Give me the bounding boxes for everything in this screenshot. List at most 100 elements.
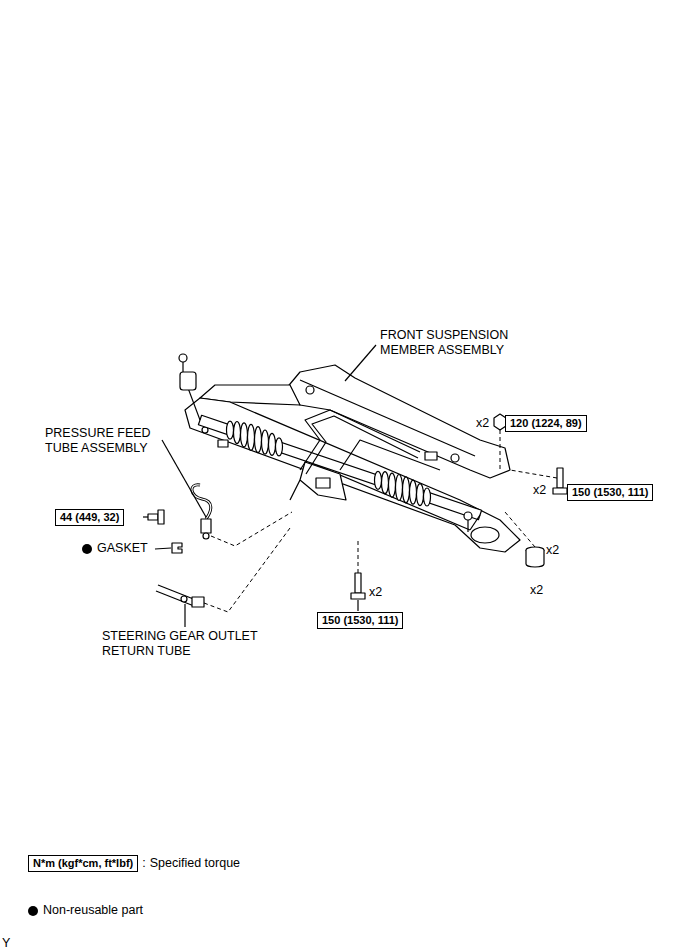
leader-lines	[155, 548, 171, 549]
dashed-guides	[204, 430, 557, 612]
steering-rack	[276, 438, 283, 456]
dashed-guides	[510, 470, 557, 478]
suspension-member	[300, 380, 475, 456]
leader-lines	[184, 604, 185, 627]
legend-entry: Specified torque	[150, 856, 240, 871]
bolts-and-nuts	[355, 573, 361, 593]
part-label: x2	[533, 483, 546, 498]
suspension-member	[185, 398, 520, 552]
torque-box: 150 (1530, 111)	[317, 612, 403, 629]
steering-rack	[234, 422, 241, 444]
legend-dot	[28, 906, 38, 916]
steering-rack	[467, 520, 468, 532]
part-label: x2	[546, 543, 559, 558]
hydraulic-pipes	[290, 410, 440, 500]
steering-rack	[389, 473, 396, 497]
suspension-member	[451, 454, 459, 462]
legend-text: Non-reusable part	[43, 903, 143, 917]
pressure-feed-tube	[192, 485, 211, 519]
steering-rack	[471, 527, 499, 543]
torque-value: N*m (kgf*cm, ft*lbf)	[33, 857, 133, 870]
steering-rack	[241, 423, 248, 447]
return-tube	[158, 585, 196, 600]
bolts-and-nuts	[148, 414, 567, 599]
leader-lines	[162, 440, 206, 517]
steering-rack	[382, 472, 389, 494]
steering-rack	[227, 421, 234, 439]
steering-rack	[269, 433, 276, 455]
dashed-guides	[505, 512, 535, 547]
bolts-and-nuts	[526, 550, 544, 567]
part-label: STEERING GEAR OUTLET RETURN TUBE	[102, 629, 282, 659]
part-label: GASKET	[97, 541, 148, 556]
steering-rack	[417, 484, 424, 506]
bolts-and-nuts	[557, 468, 563, 488]
torque-box: N*m (kgf*cm, ft*lbf)	[28, 855, 138, 872]
part-label: x2	[369, 585, 382, 600]
part-label: x2	[530, 583, 543, 598]
steering-rack	[227, 421, 431, 506]
dashed-guides	[211, 512, 292, 546]
steering-rack	[262, 430, 269, 454]
pressure-feed-tube	[203, 533, 209, 539]
steering-rack	[248, 424, 255, 450]
steering-rack	[410, 480, 417, 504]
torque-value: 150 (1530, 111)	[572, 486, 648, 499]
steering-rack	[179, 354, 499, 543]
suspension-member	[185, 365, 520, 552]
steering-rack	[180, 372, 196, 390]
torque-value: 150 (1530, 111)	[322, 614, 398, 627]
return-tube	[156, 591, 194, 606]
hydraulic-pipes	[290, 480, 300, 500]
dashed-guides	[358, 540, 359, 573]
torque-box: 150 (1530, 111)	[567, 484, 653, 501]
torque-box: 44 (449, 32)	[55, 509, 124, 526]
bolts-and-nuts	[148, 514, 158, 520]
hydraulic-pipes	[306, 416, 418, 474]
steering-rack	[424, 488, 431, 506]
steering-rack	[316, 478, 330, 488]
torque-value: 120 (1224, 89)	[510, 417, 582, 430]
leader-lines	[345, 345, 376, 381]
part-label: x2	[476, 416, 489, 431]
return-tube	[192, 597, 204, 607]
torque-box: 120 (1224, 89)	[505, 415, 587, 432]
gasket-part	[172, 543, 182, 553]
part-label: PRESSURE FEED TUBE ASSEMBLY	[45, 426, 170, 456]
return-tube	[181, 596, 187, 602]
bolts-and-nuts	[351, 593, 365, 599]
steering-rack	[198, 415, 481, 519]
dashed-guides	[204, 528, 290, 612]
suspension-member	[425, 452, 437, 460]
gasket-part	[82, 544, 92, 554]
steering-rack	[179, 354, 187, 362]
bolts-and-nuts	[553, 488, 567, 494]
legend-text: Specified torque	[150, 856, 240, 870]
part-label: :	[142, 856, 145, 871]
pressure-feed-tube	[192, 485, 211, 519]
steering-rack	[375, 471, 382, 489]
steering-rack	[182, 362, 183, 372]
bolts-and-nuts	[158, 510, 164, 524]
pressure-feed-tube	[192, 485, 211, 539]
leader-lines	[357, 600, 358, 611]
steering-rack	[300, 462, 346, 500]
pressure-feed-tube	[201, 519, 211, 533]
suspension-member	[306, 386, 314, 394]
steering-rack	[255, 427, 262, 453]
leader-lines	[143, 345, 376, 627]
leader-lines	[143, 516, 148, 517]
suspension-member	[205, 418, 470, 530]
legend-entry: Non-reusable part	[43, 903, 143, 918]
steering-rack	[188, 388, 200, 420]
steering-rack	[464, 512, 472, 520]
return-tube	[156, 585, 204, 607]
dashed-guides	[500, 430, 501, 470]
torque-value: 44 (449, 32)	[60, 511, 119, 524]
hydraulic-pipes	[340, 440, 440, 470]
legend-dot	[28, 906, 38, 916]
part-label: Y	[2, 936, 10, 951]
